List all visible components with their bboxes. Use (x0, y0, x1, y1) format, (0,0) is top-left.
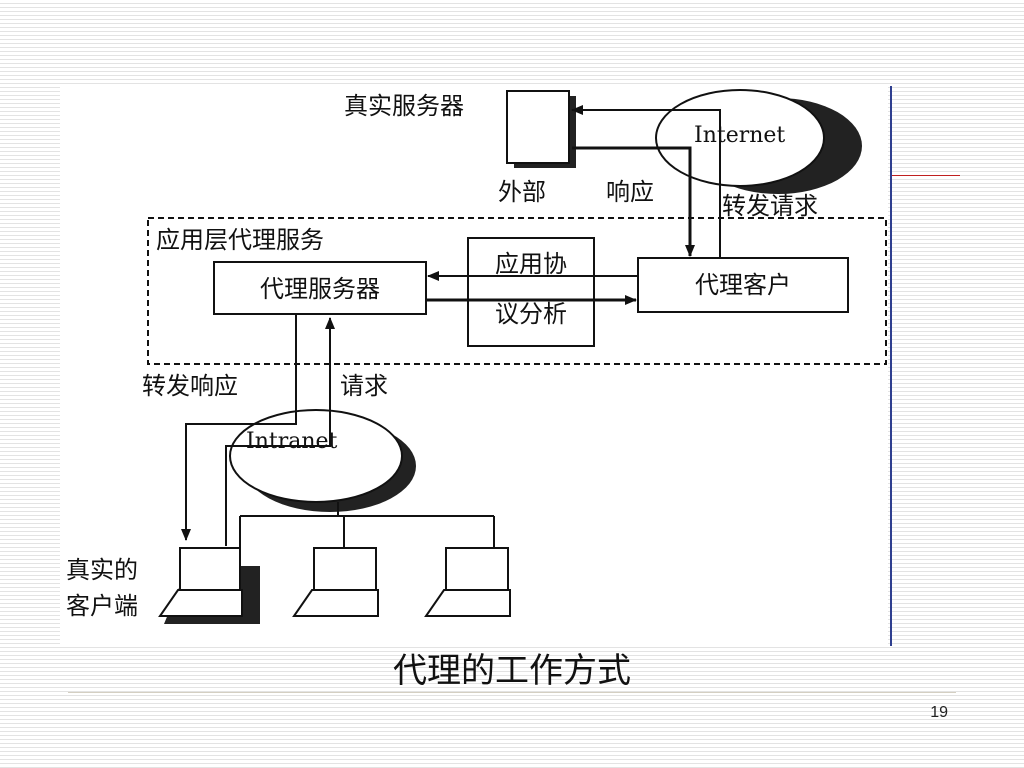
intranet-cloud (229, 409, 403, 503)
label-response: 响应 (606, 178, 654, 206)
laptop-client-2-icon (292, 547, 379, 617)
label-app-layer-proxy-service: 应用层代理服务 (156, 226, 324, 254)
proxy-server-box (213, 261, 427, 315)
slide-bottom-rule (68, 692, 956, 693)
label-forward-response: 转发响应 (142, 372, 238, 400)
page-number: 19 (930, 704, 948, 721)
label-protocol-analysis-1: 应用协 (495, 250, 567, 278)
label-request: 请求 (340, 372, 388, 400)
arrow-request-to-server (571, 105, 721, 258)
arrow-response-to-proxy-client (572, 146, 695, 257)
label-real-server: 真实服务器 (344, 92, 464, 120)
label-internet: Internet (694, 123, 785, 148)
slide-vertical-rule (890, 86, 892, 646)
slide-caption: 代理的工作方式 (393, 651, 631, 691)
internet-cloud (655, 89, 825, 187)
laptop-client-3-icon (424, 547, 511, 617)
proxy-client-box (637, 257, 849, 313)
slide-accent-rule (892, 175, 960, 176)
arrow-response-to-real-client (181, 314, 297, 541)
label-proxy-server: 代理服务器 (260, 275, 380, 303)
arrow-request-to-proxy-server (225, 317, 335, 546)
label-proxy-client: 代理客户 (695, 271, 791, 299)
label-forward-request: 转发请求 (722, 192, 818, 220)
proxy-diagram: 真实服务器 Internet 外部 响应 转发请求 应用层代理服务 代理服务器 … (66, 89, 887, 624)
server-box (506, 90, 570, 164)
label-real-client-1: 真实的 (66, 556, 138, 584)
label-protocol-analysis-2: 议分析 (495, 300, 567, 328)
protocol-analysis-box (467, 237, 595, 347)
label-real-client-2: 客户端 (66, 592, 138, 620)
label-external: 外部 (498, 178, 546, 206)
laptop-real-client-icon (158, 547, 260, 624)
app-layer-proxy-frame (147, 217, 887, 365)
diagram-panel: 真实服务器 Internet 外部 响应 转发请求 应用层代理服务 代理服务器 … (60, 86, 888, 646)
label-intranet: Intranet (246, 429, 338, 454)
